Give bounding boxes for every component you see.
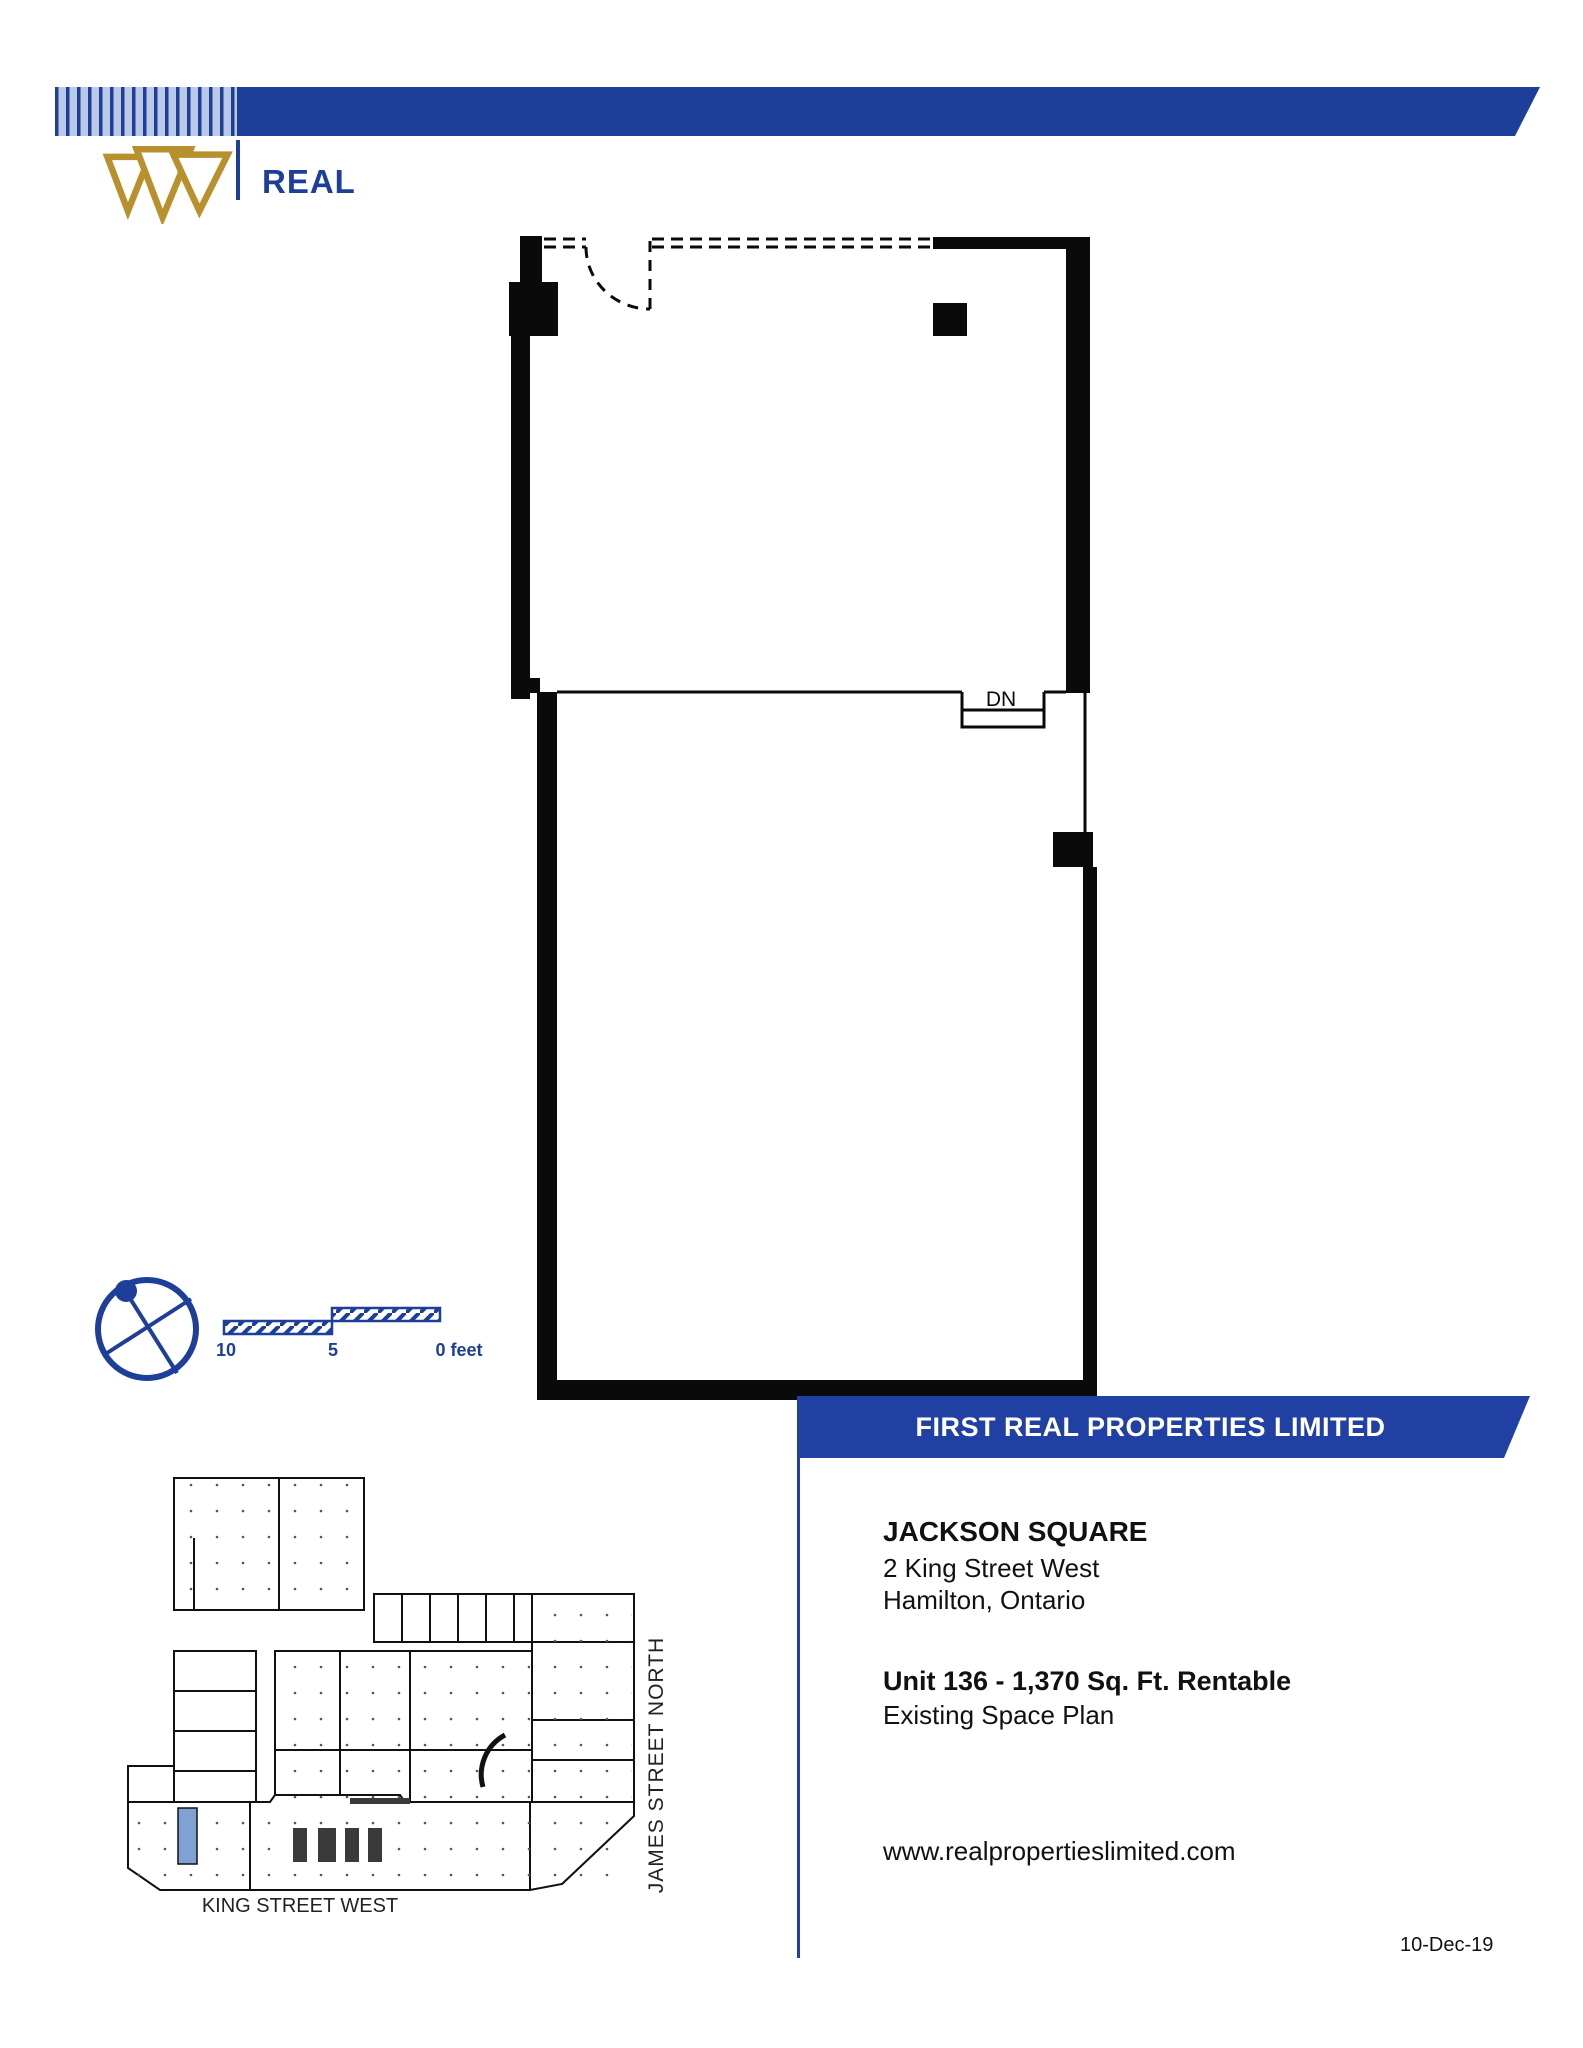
address-line2: Hamilton, Ontario (883, 1585, 1086, 1615)
website-link[interactable]: www.realpropertieslimited.com (883, 1836, 1236, 1866)
scale-label-0feet: 0 feet (435, 1340, 482, 1360)
date-stamp: 10-Dec-19 (1400, 1934, 1494, 1956)
site-map: JAMES STREET NORTH KING STREET WEST (127, 1477, 668, 1917)
partition-lines (557, 690, 1087, 832)
wall-top-right (933, 237, 1090, 249)
column-right (1053, 832, 1093, 867)
door-swing-arc (584, 246, 651, 311)
wall-pier-block (509, 282, 558, 336)
scale-label-10: 10 (216, 1340, 236, 1360)
address-line1: 2 King Street West (883, 1553, 1100, 1583)
wall-upper-left (511, 336, 530, 699)
dn-label: DN (986, 688, 1016, 711)
street-label-james: JAMES STREET NORTH (645, 1637, 668, 1893)
scale-segment-left (222, 1319, 334, 1336)
floor-plan: DN (509, 236, 1097, 1400)
header-stripe-band (55, 87, 237, 136)
wall-lower-right (1083, 867, 1097, 1400)
wall-bottom (537, 1380, 1097, 1400)
walls (509, 236, 1097, 1400)
header-blue-bar (237, 87, 1540, 136)
brand-name: REAL (262, 163, 356, 200)
street-label-king: KING STREET WEST (202, 1895, 398, 1917)
wall-step-notch (530, 678, 540, 693)
scale-label-5: 5 (328, 1340, 338, 1360)
logo-separator (236, 140, 240, 200)
highlighted-unit-136 (177, 1807, 198, 1865)
scale-bar: 10 5 0 feet (216, 1306, 483, 1360)
wall-pier-top (520, 236, 542, 282)
property-name: JACKSON SQUARE (883, 1516, 1148, 1547)
scale-segment-right (330, 1306, 442, 1323)
core-details (293, 1798, 410, 1862)
company-banner-title: FIRST REAL PROPERTIES LIMITED (915, 1411, 1386, 1442)
north-dot (115, 1280, 137, 1302)
wall-lower-left (537, 692, 557, 1400)
plan-type-line: Existing Space Plan (883, 1700, 1115, 1730)
info-left-rule (797, 1396, 800, 1958)
column-upper (933, 303, 967, 336)
storefront-dashed-lines (544, 237, 933, 311)
company-logo-icon (103, 146, 233, 224)
wall-upper-right (1066, 237, 1090, 693)
unit-size-line: Unit 136 - 1,370 Sq. Ft. Rentable (883, 1666, 1292, 1696)
company-banner: FIRST REAL PROPERTIES LIMITED (797, 1396, 1530, 1458)
north-arrow-icon (95, 1277, 199, 1381)
